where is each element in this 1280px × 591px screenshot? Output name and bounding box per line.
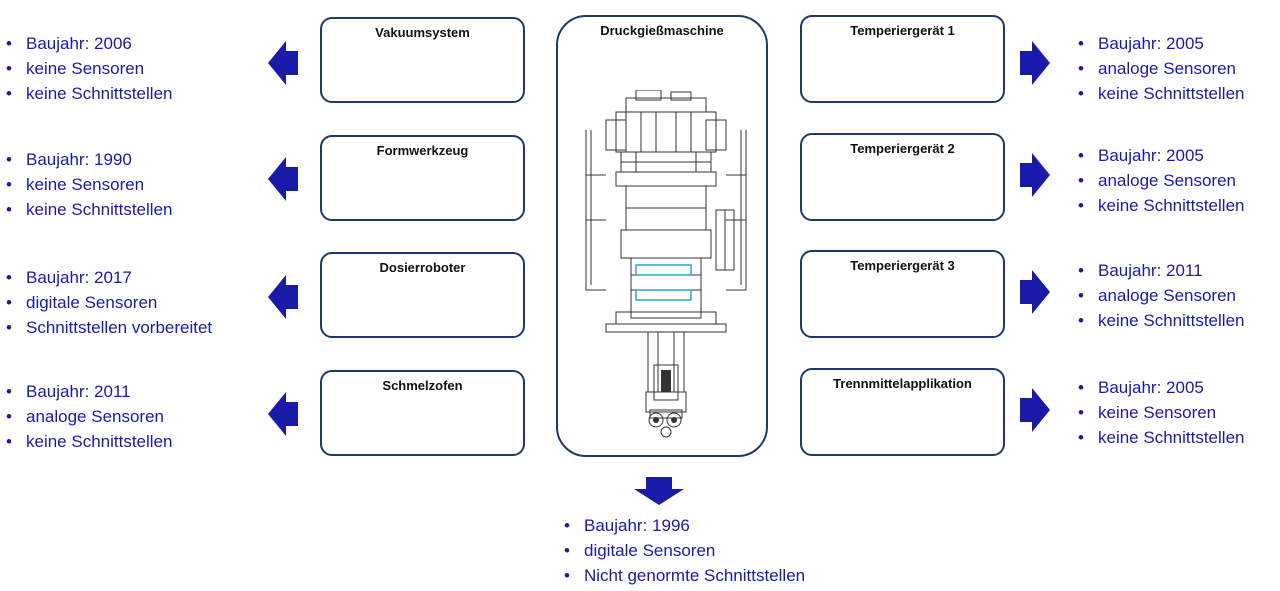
detail-item: analoge Sensoren <box>1074 56 1244 81</box>
details-dosierroboter: Baujahr: 2017 digitale Sensoren Schnitts… <box>2 265 212 340</box>
detail-item: digitale Sensoren <box>2 290 212 315</box>
detail-item: Baujahr: 2005 <box>1074 31 1244 56</box>
details-schmelzofen: Baujahr: 2011 analoge Sensoren keine Sch… <box>2 379 172 454</box>
arrow-right-icon <box>1020 153 1050 197</box>
detail-item: keine Sensoren <box>2 172 172 197</box>
box-temperiergeraet-1: Temperiergerät 1 <box>800 15 1005 103</box>
detail-item: Baujahr: 2017 <box>2 265 212 290</box>
box-trennmittelapplikation: Trennmittelapplikation <box>800 368 1005 456</box>
box-title: Temperiergerät 1 <box>850 23 955 38</box>
arrow-down-icon <box>634 477 684 505</box>
arrow-right-icon <box>1020 388 1050 432</box>
details-formwerkzeug: Baujahr: 1990 keine Sensoren keine Schni… <box>2 147 172 222</box>
box-title: Formwerkzeug <box>376 143 469 158</box>
detail-item: keine Schnittstellen <box>2 197 172 222</box>
arrow-left-icon <box>268 157 298 201</box>
detail-item: keine Sensoren <box>2 56 172 81</box>
detail-item: Baujahr: 2006 <box>2 31 172 56</box>
box-title: Vakuumsystem <box>375 25 470 40</box>
arrow-right-icon <box>1020 41 1050 85</box>
details-temperiergeraet-2: Baujahr: 2005 analoge Sensoren keine Sch… <box>1074 143 1244 218</box>
arrow-left-icon <box>268 41 298 85</box>
detail-item: keine Sensoren <box>1074 400 1244 425</box>
detail-item: Baujahr: 1990 <box>2 147 172 172</box>
die-casting-machine-drawing <box>585 90 747 438</box>
detail-item: Baujahr: 2005 <box>1074 375 1244 400</box>
detail-item: keine Schnittstellen <box>1074 425 1244 450</box>
box-title: Schmelzofen <box>382 378 463 393</box>
detail-item: Schnittstellen vorbereitet <box>2 315 212 340</box>
detail-item: Baujahr: 2005 <box>1074 143 1244 168</box>
box-title: Temperiergerät 2 <box>850 141 955 156</box>
box-title: Dosierroboter <box>379 260 466 275</box>
details-temperiergeraet-1: Baujahr: 2005 analoge Sensoren keine Sch… <box>1074 31 1244 106</box>
detail-item: analoge Sensoren <box>1074 168 1244 193</box>
details-trennmittelapplikation: Baujahr: 2005 keine Sensoren keine Schni… <box>1074 375 1244 450</box>
detail-item: Baujahr: 1996 <box>560 513 805 538</box>
arrow-right-icon <box>1020 270 1050 314</box>
box-temperiergeraet-2: Temperiergerät 2 <box>800 133 1005 221</box>
details-vakuumsystem: Baujahr: 2006 keine Sensoren keine Schni… <box>2 31 172 106</box>
detail-item: keine Schnittstellen <box>1074 308 1244 333</box>
arrow-left-icon <box>268 392 298 436</box>
box-dosierroboter: Dosierroboter <box>320 252 525 338</box>
details-druckgiessmaschine: Baujahr: 1996 digitale Sensoren Nicht ge… <box>560 513 805 588</box>
details-temperiergeraet-3: Baujahr: 2011 analoge Sensoren keine Sch… <box>1074 258 1244 333</box>
detail-item: Baujahr: 2011 <box>2 379 172 404</box>
detail-item: digitale Sensoren <box>560 538 805 563</box>
detail-item: keine Schnittstellen <box>1074 193 1244 218</box>
box-title: Druckgießmaschine <box>600 23 724 38</box>
box-title: Temperiergerät 3 <box>850 258 955 273</box>
detail-item: analoge Sensoren <box>1074 283 1244 308</box>
detail-item: keine Schnittstellen <box>2 429 172 454</box>
box-formwerkzeug: Formwerkzeug <box>320 135 525 221</box>
box-title: Trennmittelapplikation <box>833 376 972 391</box>
box-vakuumsystem: Vakuumsystem <box>320 17 525 103</box>
box-schmelzofen: Schmelzofen <box>320 370 525 456</box>
detail-item: keine Schnittstellen <box>2 81 172 106</box>
detail-item: Nicht genormte Schnittstellen <box>560 563 805 588</box>
detail-item: keine Schnittstellen <box>1074 81 1244 106</box>
arrow-left-icon <box>268 275 298 319</box>
detail-item: Baujahr: 2011 <box>1074 258 1244 283</box>
box-temperiergeraet-3: Temperiergerät 3 <box>800 250 1005 338</box>
detail-item: analoge Sensoren <box>2 404 172 429</box>
